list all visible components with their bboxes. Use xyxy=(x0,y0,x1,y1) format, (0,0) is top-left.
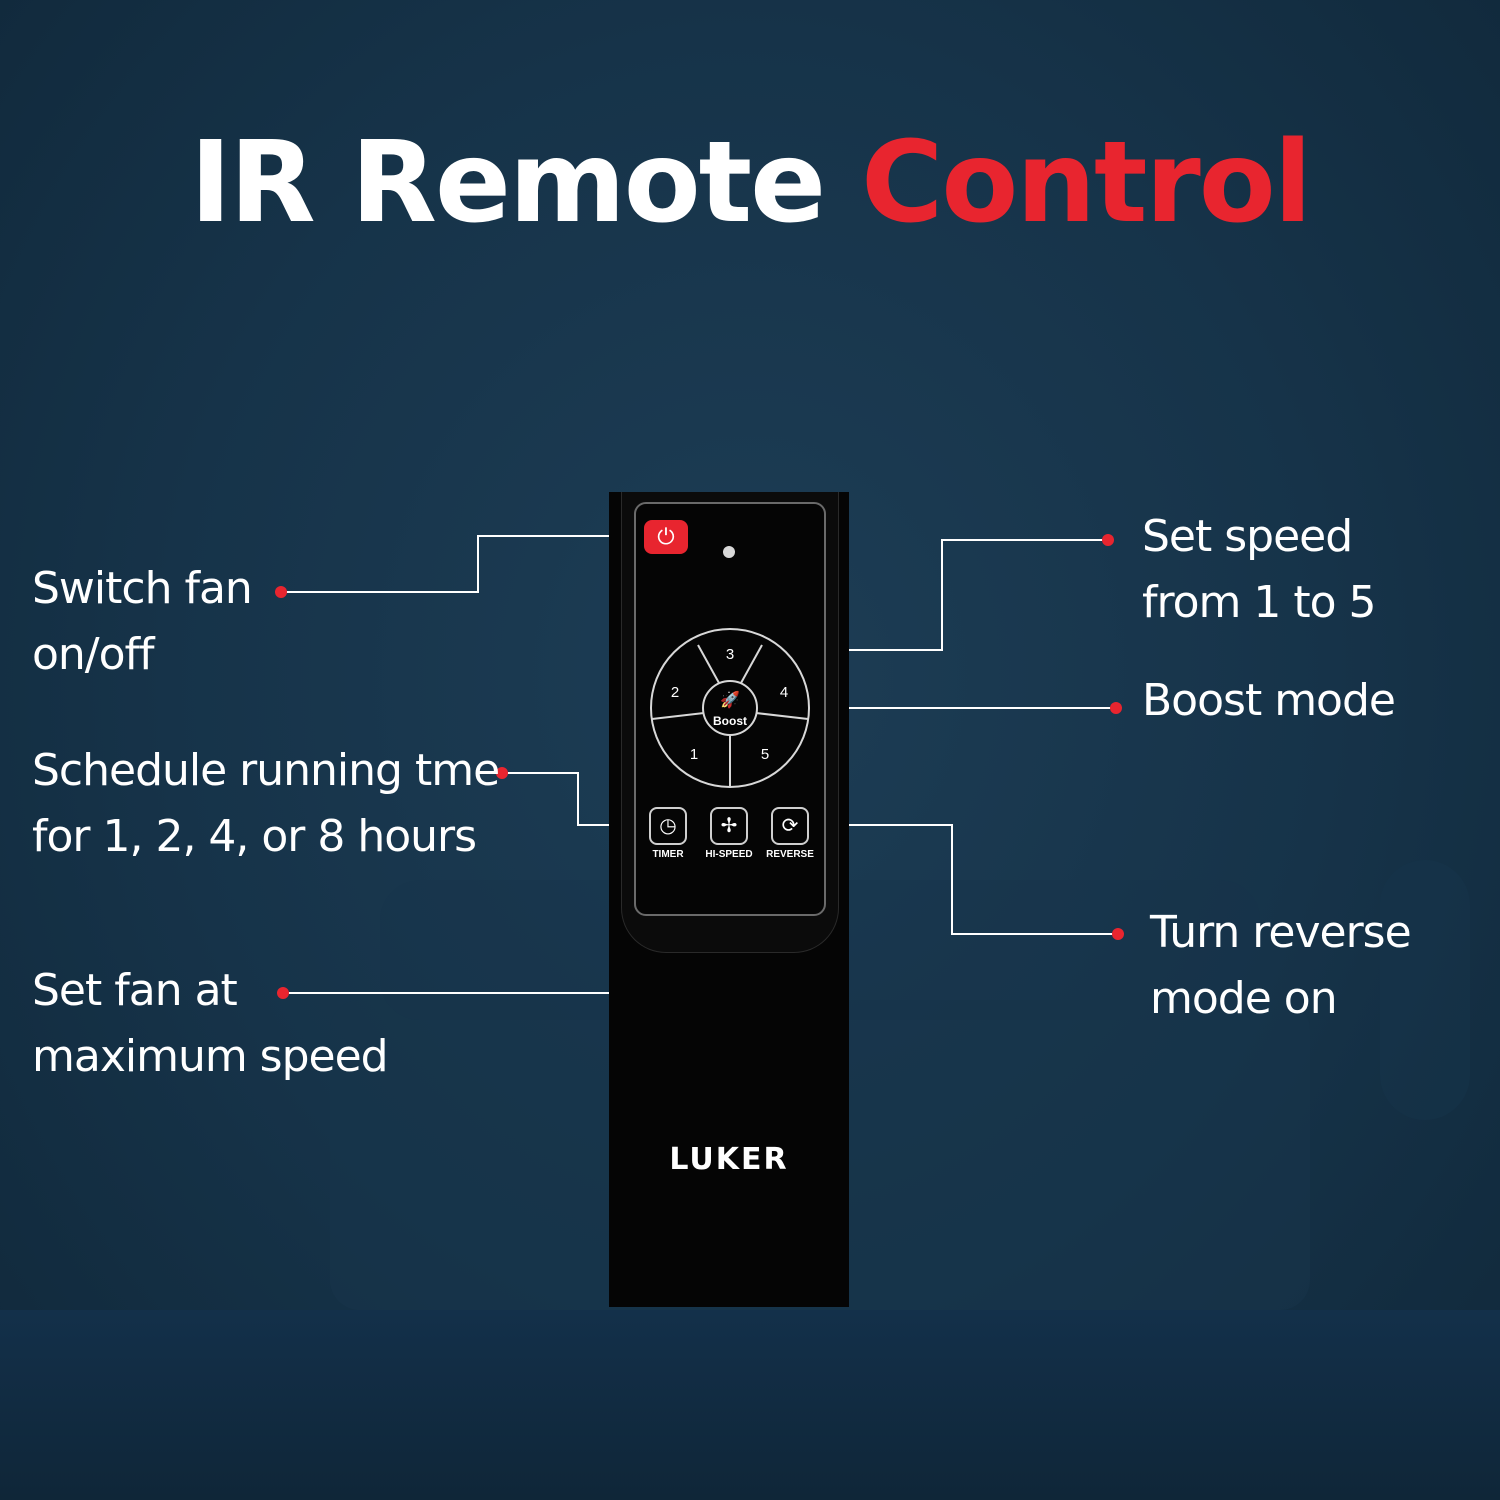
speed-button-4[interactable]: 4 xyxy=(780,684,788,701)
boost-button[interactable] xyxy=(702,680,758,736)
speed-button-2[interactable]: 2 xyxy=(671,684,679,701)
timer-callout-dot xyxy=(496,767,508,779)
page-title: IR Remote Control xyxy=(0,118,1500,248)
timer-callout-label: Schedule running tme for 1, 2, 4, or 8 h… xyxy=(32,745,500,862)
timer-button[interactable]: ◷ xyxy=(649,807,687,845)
speed-dial: 🚀 Boost 3 2 4 1 5 xyxy=(650,628,810,788)
remote-control: ⏻ 🚀 Boost 3 2 4 1 5 ◷ TIMER ✢ HI-SPEED ⟳… xyxy=(609,492,849,1307)
hispeed-callout-dot xyxy=(277,987,289,999)
reverse-callout-line xyxy=(800,824,1118,935)
power-callout-line xyxy=(281,535,655,593)
fan-icon: ✢ xyxy=(720,815,738,837)
hispeed-callout-label: Set fan at maximum speed xyxy=(32,965,389,1082)
power-icon: ⏻ xyxy=(657,524,675,549)
boost-callout-dot xyxy=(1110,702,1122,714)
indicator-led xyxy=(723,546,735,558)
reverse-icon: ⟳ xyxy=(781,815,799,837)
reverse-callout-dot xyxy=(1112,928,1124,940)
reverse-callout-label: Turn reverse mode on xyxy=(1150,907,1412,1024)
rocket-icon: 🚀 xyxy=(720,690,740,709)
speed-callout-line xyxy=(790,539,1108,651)
reverse-button[interactable]: ⟳ xyxy=(771,807,809,845)
clock-icon: ◷ xyxy=(659,815,677,837)
speed-button-5[interactable]: 5 xyxy=(761,746,769,763)
boost-callout-label: Boost mode xyxy=(1142,675,1396,726)
hi-speed-button[interactable]: ✢ xyxy=(710,807,748,845)
power-callout-dot xyxy=(275,586,287,598)
title-part-white: IR Remote xyxy=(189,118,826,248)
speed-button-3[interactable]: 3 xyxy=(726,646,734,663)
timer-label: TIMER xyxy=(652,849,684,860)
background-plant xyxy=(1380,860,1470,1120)
reverse-label: REVERSE xyxy=(766,849,814,860)
power-button[interactable]: ⏻ xyxy=(644,520,688,554)
speed-callout-dot xyxy=(1102,534,1114,546)
power-callout-label: Switch fan on/off xyxy=(32,563,253,680)
speed-button-1[interactable]: 1 xyxy=(690,746,698,763)
brand-logo: LUKER xyxy=(669,1142,789,1177)
speed-callout-label: Set speed from 1 to 5 xyxy=(1142,511,1377,628)
title-part-red: Control xyxy=(861,118,1312,248)
background-floor xyxy=(0,1310,1500,1500)
boost-label: Boost xyxy=(713,714,747,728)
hi-speed-label: HI-SPEED xyxy=(705,849,753,860)
